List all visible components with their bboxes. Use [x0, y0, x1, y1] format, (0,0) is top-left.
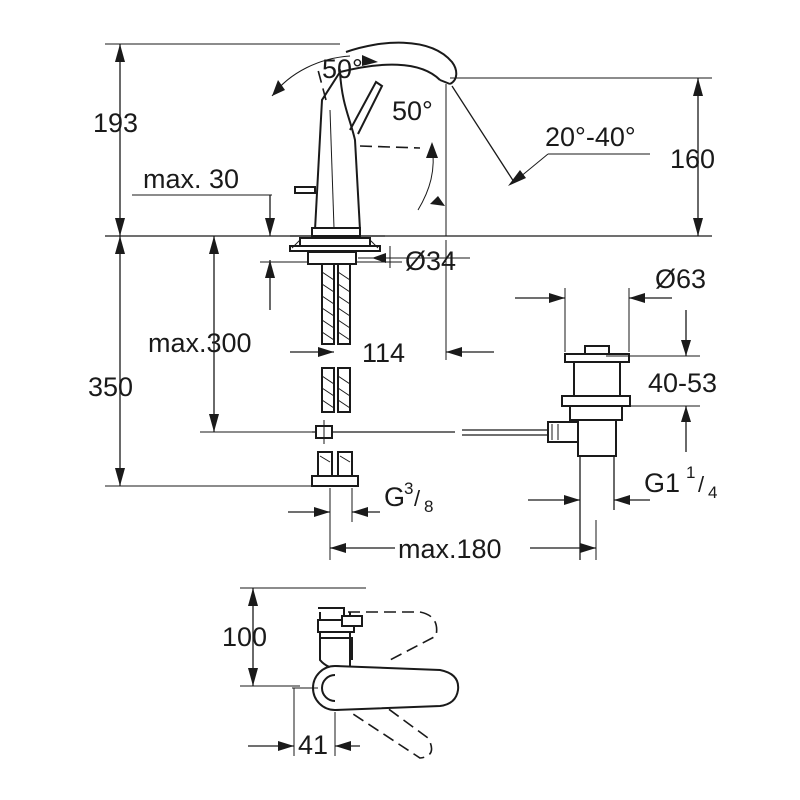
dim-dia-63 — [515, 288, 672, 352]
dim-193-line — [105, 43, 340, 236]
thread-g114-slash: / — [698, 472, 705, 497]
lever-alt-positions — [317, 69, 421, 149]
label-40-53: 40-53 — [648, 368, 717, 398]
label-41: 41 — [298, 730, 328, 760]
deck-mount — [260, 237, 402, 265]
label-193: 193 — [93, 108, 138, 138]
label-angle-50-top: 50° — [322, 54, 363, 84]
dim-dia-34 — [358, 246, 470, 268]
thread-g38-den: 8 — [424, 497, 433, 516]
angle-20-40-indicator — [445, 84, 650, 236]
label-114: 114 — [362, 338, 405, 368]
faucet-top-view — [292, 607, 460, 759]
label-100: 100 — [222, 622, 267, 652]
dim-114 — [290, 240, 494, 360]
popup-rod — [312, 420, 548, 444]
label-dia-63: Ø63 — [655, 264, 706, 294]
dim-40-53 — [606, 310, 700, 452]
dim-160-line — [450, 77, 712, 236]
dim-350 — [105, 236, 312, 487]
dim-max-30 — [132, 194, 275, 310]
dim-max-180 — [330, 520, 597, 560]
supply-hoses — [311, 263, 359, 487]
thread-g38-slash: / — [414, 486, 421, 511]
label-160: 160 — [670, 144, 715, 174]
dim-g1-1-4 — [528, 495, 650, 505]
thread-g114-base: G1 — [644, 468, 680, 498]
label-dia-34: Ø34 — [405, 246, 456, 276]
angle-arcs — [271, 55, 445, 211]
thread-g38-base: G — [384, 482, 405, 512]
label-max-180: max.180 — [398, 534, 502, 564]
thread-g38-num: 3 — [404, 479, 413, 498]
label-max-30: max. 30 — [143, 164, 239, 194]
label-max-300: max.300 — [148, 328, 252, 358]
label-350: 350 — [88, 372, 133, 402]
label-angle-20-40: 20°-40° — [545, 122, 636, 152]
thread-g114-num: 1 — [686, 463, 695, 482]
dim-41 — [248, 688, 360, 756]
label-thread-g1-1-4: G1 1 / 4 — [644, 463, 717, 502]
dim-100 — [240, 587, 366, 687]
label-thread-g-3-8: G 3 / 8 — [384, 479, 433, 516]
drain-assembly — [547, 345, 631, 560]
thread-g114-den: 4 — [708, 483, 717, 502]
faucet-body — [290, 41, 458, 237]
dim-max-300 — [200, 236, 322, 433]
label-angle-50-right: 50° — [392, 96, 433, 126]
